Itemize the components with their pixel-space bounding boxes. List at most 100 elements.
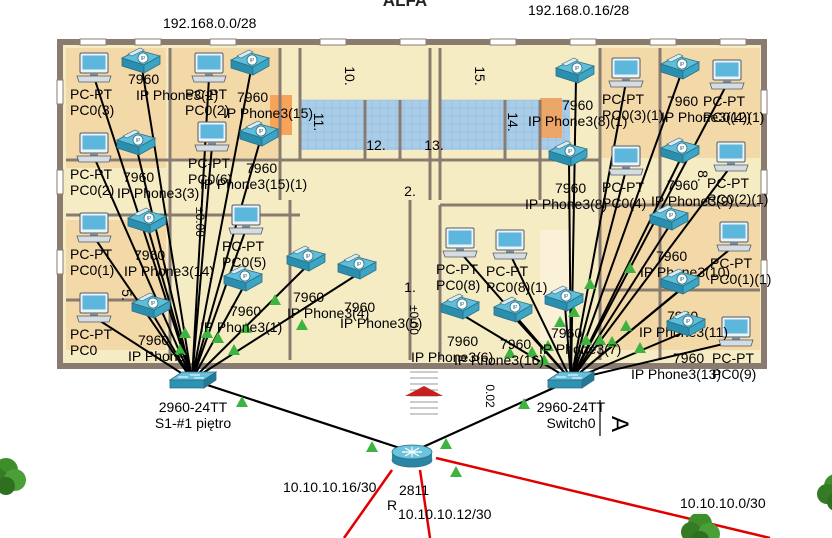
switch-device[interactable]: 2960-24TTSwitch0 xyxy=(537,372,606,431)
floor-zone xyxy=(300,48,450,88)
switch-name-label: S1-#1 piętro xyxy=(155,415,231,431)
ip-phone-name-label: IP Phone3(1) xyxy=(200,319,282,335)
pc-icon xyxy=(77,213,111,242)
window xyxy=(135,39,161,45)
link-label-c[interactable]: 10.10.10.0/30 xyxy=(680,495,766,511)
pc-icon xyxy=(717,222,751,251)
pc-icon xyxy=(609,146,643,175)
switch-model-label: 2960-24TT xyxy=(159,399,228,415)
tree-icon xyxy=(0,458,26,495)
ip-phone-name-label: IP Phone3(13) xyxy=(631,366,721,382)
window xyxy=(210,39,236,45)
ip-phone-name-label: IP Phone3(12) xyxy=(661,109,751,125)
ip-phone-model-label: 7960 xyxy=(667,177,698,193)
pc-model-label: PC-PT xyxy=(188,155,230,171)
level-mark-right: 0.02 xyxy=(483,384,497,408)
tree-icon xyxy=(817,474,832,511)
pc-icon xyxy=(195,122,229,151)
window xyxy=(320,39,346,45)
pc-icon xyxy=(714,142,748,171)
window xyxy=(57,80,63,104)
ip-phone-model-label: 7960 xyxy=(656,248,687,264)
room-label-12: 12. xyxy=(366,137,385,153)
ip-phone-model-label: 7960 xyxy=(500,336,531,352)
ip-phone-name-label: IP Phone3(16) xyxy=(454,352,544,368)
pc-name-label: PC0(8) xyxy=(436,277,480,293)
room-label-2: 2. xyxy=(404,183,416,199)
pc-model-label: PC-PT xyxy=(70,326,112,342)
pc-model-label: PC-PT xyxy=(712,350,754,366)
router-icon xyxy=(392,445,432,467)
room-label-1: 1. xyxy=(404,279,416,295)
ip-phone-name-label: IP Phone3(15)(1) xyxy=(200,176,307,192)
ip-phone-name-label: IP Phone3(7) xyxy=(539,341,621,357)
ip-phone-model-label: 7960 xyxy=(230,303,261,319)
ip-phone-name-label: IP Phone3(15) xyxy=(223,105,313,121)
window xyxy=(80,39,106,45)
room-label-15: 15. xyxy=(472,66,488,85)
pc-icon xyxy=(609,58,643,87)
ip-phone-name-label: IP Phone3(8)(1) xyxy=(528,113,627,129)
ip-phone-name-label: IP Phone3(5) xyxy=(340,315,422,331)
link-up-indicator xyxy=(450,466,462,477)
link-label-a[interactable]: 10.10.10.16/30 xyxy=(283,479,377,495)
pc-model-label: PC-PT xyxy=(222,238,264,254)
room-label-14: 14. xyxy=(505,112,521,131)
tree-icon xyxy=(681,512,720,538)
entrance-arrow xyxy=(405,386,443,396)
room-label-13: 13. xyxy=(424,137,443,153)
pc-icon xyxy=(77,133,111,162)
pc-icon xyxy=(443,228,477,257)
pc-model-label: PC-PT xyxy=(602,91,644,107)
ip-phone-model-label: 7960 xyxy=(123,169,154,185)
ip-phone-model-label: 7960 xyxy=(246,160,277,176)
ip-phone-model-label: 7960 xyxy=(138,332,169,348)
pc-icon xyxy=(229,205,263,234)
ip-phone-model-label: 7960 xyxy=(555,180,586,196)
ip-phone-name-label: IP Phone3(8) xyxy=(525,196,607,212)
ip-phone-name-label: IP Phone3(3) xyxy=(117,185,199,201)
pc-model-label: PC-PT xyxy=(70,86,112,102)
pc-model-label: PC-PT xyxy=(703,93,745,109)
window xyxy=(720,39,746,45)
pc-icon xyxy=(493,230,527,259)
pc-model-label: PC-PT xyxy=(486,263,528,279)
window xyxy=(490,39,516,45)
ip-phone-name-label: IP Phone xyxy=(128,348,186,364)
pc-model-label: PC-PT xyxy=(436,261,478,277)
switch-name-label: Switch0 xyxy=(546,415,595,431)
pc-model-label: PC-PT xyxy=(707,175,749,191)
pc-name-label: PC0(3) xyxy=(70,102,114,118)
link-label-b[interactable]: 10.10.10.12/30 xyxy=(398,506,492,522)
pc-name-label: PC0 xyxy=(70,342,97,358)
link-up-indicator xyxy=(366,441,378,452)
ip-phone-model-label: 7960 xyxy=(673,350,704,366)
ip-phone-model-label: 7960 xyxy=(562,97,593,113)
pc-icon xyxy=(77,53,111,82)
switch-model-label: 2960-24TT xyxy=(537,399,606,415)
pc-icon xyxy=(77,293,111,322)
pc-name-label: PC0(8)(1) xyxy=(486,279,547,295)
pc-model-label: PC-PT xyxy=(70,246,112,262)
window xyxy=(57,250,63,274)
ip-phone-model-label: 7960 xyxy=(237,89,268,105)
ip-phone-model-label: 7960 xyxy=(134,247,165,263)
serial-cable-b[interactable] xyxy=(420,470,430,538)
window xyxy=(570,39,596,45)
room-label-10: 10. xyxy=(342,66,358,85)
ip-phone-name-label: IP Phone3(9) xyxy=(651,193,733,209)
ip-phone-model-label: 7960 xyxy=(293,289,324,305)
diagram-title: ALFA xyxy=(383,0,427,10)
pc-name-label: PC0(4) xyxy=(602,195,646,211)
subnet-label-left[interactable]: 192.168.0.0/28 xyxy=(163,15,257,31)
subnet-label-right[interactable]: 192.168.0.16/28 xyxy=(528,2,629,18)
ip-phone-model-label: 7960 xyxy=(667,93,698,109)
section-mark-a: A xyxy=(606,416,633,432)
pc-name-label: PC0(2) xyxy=(70,182,114,198)
ip-phone-name-label: IP Phone3(14) xyxy=(124,263,214,279)
pc-icon xyxy=(192,53,226,82)
switch-device[interactable]: 2960-24TTS1-#1 piętro xyxy=(155,372,231,431)
switch-icon xyxy=(548,372,594,388)
pc-model-label: PC-PT xyxy=(602,179,644,195)
